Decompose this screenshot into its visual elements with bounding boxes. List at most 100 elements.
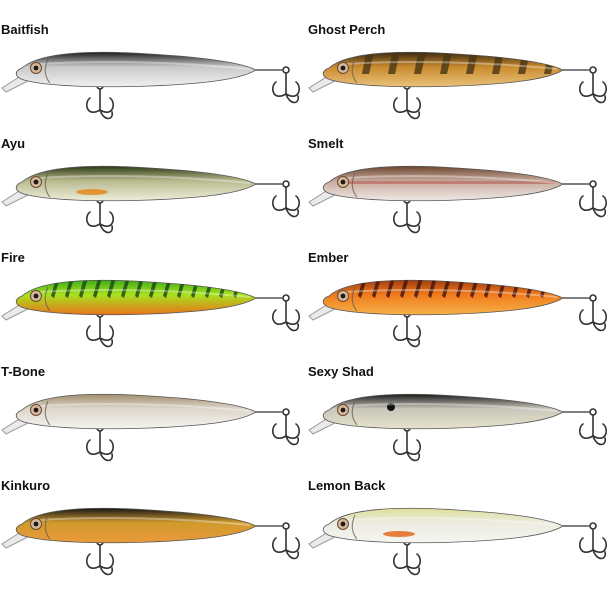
- tiger-stripe: [428, 280, 437, 298]
- lure-image: [308, 51, 607, 120]
- lure-body: [322, 507, 564, 544]
- gill-line: [44, 286, 51, 312]
- pupil-icon: [33, 179, 39, 185]
- lure-pattern: [346, 402, 558, 412]
- tiger-stripe: [400, 280, 409, 298]
- pupil-icon: [340, 293, 346, 299]
- belly-hook-bend-1: [99, 211, 114, 227]
- belly-hook-bend-1: [406, 211, 421, 227]
- belly-hook-bend-2: [406, 223, 421, 234]
- body-sheen: [346, 174, 558, 184]
- lure-body: [322, 393, 564, 430]
- tiger-stripe: [107, 280, 116, 298]
- belly-hook-bend-2: [99, 337, 114, 348]
- belly-hook-bend-1: [99, 325, 114, 341]
- lure-image: [308, 393, 607, 462]
- tail-hook-bend-0: [579, 423, 594, 439]
- tail-hook-eye: [282, 180, 290, 188]
- lure-name-label: Ember: [308, 250, 349, 265]
- perch-bar: [414, 52, 427, 74]
- tail-hook-bend-2: [285, 93, 300, 104]
- lure-image: [308, 165, 607, 234]
- tail-hook-bend-2: [285, 435, 300, 446]
- tail-hook-bend-0: [579, 195, 594, 211]
- belly-spot: [76, 189, 108, 195]
- tiger-stripe: [456, 280, 465, 298]
- tail-hook-bend-1: [285, 195, 300, 211]
- lure-tile: Ayu: [0, 114, 305, 234]
- lure-pattern: [39, 280, 251, 298]
- belly-hook-bend-0: [393, 97, 408, 113]
- lure-body: [15, 165, 257, 202]
- lure-name-label: Ghost Perch: [308, 22, 386, 37]
- lure-tile: Smelt: [307, 114, 610, 234]
- gill-line: [351, 400, 358, 426]
- tail-hook-bend-2: [592, 321, 607, 332]
- lure-name-label: Smelt: [308, 136, 344, 151]
- belly-hook-bend-1: [99, 553, 114, 569]
- belly-hook-bend-2: [99, 109, 114, 120]
- gill-line: [351, 172, 358, 198]
- belly-hook-bend-2: [406, 565, 421, 576]
- tail-hook-bend-2: [592, 93, 607, 104]
- tiger-stripe: [51, 280, 60, 298]
- lure-body: [15, 51, 257, 88]
- lure-tile: Fire: [0, 228, 305, 348]
- tiger-stripe: [414, 280, 423, 298]
- tail-hook-eye: [589, 408, 597, 416]
- lure-tile: Kinkuro: [0, 456, 305, 576]
- tail-hook-eye: [589, 522, 597, 530]
- tail-hook-bend-2: [592, 549, 607, 560]
- lure-tile: Ember: [307, 228, 610, 348]
- lure-tile: Baitfish: [0, 0, 305, 120]
- tail-hook-eye: [589, 66, 597, 74]
- lure-name-label: Sexy Shad: [308, 364, 374, 379]
- lure-tile: Ghost Perch: [307, 0, 610, 120]
- lure-pattern: [39, 516, 251, 526]
- belly-hook-bend-0: [86, 553, 101, 569]
- belly-hook-bend-1: [99, 97, 114, 113]
- lure-body: [15, 393, 257, 430]
- belly-spot: [383, 531, 415, 537]
- tail-hook-bend-2: [592, 207, 607, 218]
- tiger-stripe: [372, 280, 381, 298]
- tail-hook-bend-1: [285, 423, 300, 439]
- body-sheen: [39, 516, 251, 526]
- tail-hook-bend-2: [285, 321, 300, 332]
- shad-dot: [387, 403, 395, 411]
- lure-name-label: Ayu: [1, 136, 26, 151]
- lure-image: [308, 507, 607, 576]
- tiger-stripe: [65, 280, 74, 298]
- belly-hook-bend-2: [99, 451, 114, 462]
- lure-body: [15, 507, 257, 544]
- lateral-stripe: [347, 181, 557, 184]
- belly-hook-bend-2: [406, 451, 421, 462]
- belly-hook-bend-1: [406, 97, 421, 113]
- belly-hook-bend-1: [406, 325, 421, 341]
- belly-hook-bend-0: [393, 439, 408, 455]
- tail-hook-eye: [282, 66, 290, 74]
- tail-hook-bend-0: [579, 537, 594, 553]
- pupil-icon: [33, 65, 39, 71]
- belly-hook-bend-2: [406, 109, 421, 120]
- tail-hook-bend-0: [272, 309, 287, 325]
- tail-hook-bend-1: [592, 309, 607, 325]
- pupil-icon: [340, 179, 346, 185]
- tail-hook-bend-1: [592, 195, 607, 211]
- lure-pattern: [346, 174, 558, 184]
- belly-hook-bend-0: [86, 439, 101, 455]
- lure-tile: Lemon Back: [307, 456, 610, 576]
- pupil-icon: [340, 65, 346, 71]
- tiger-stripe: [121, 280, 130, 298]
- tail-hook-eye: [589, 294, 597, 302]
- tail-hook-eye: [282, 408, 290, 416]
- gill-line: [351, 58, 358, 84]
- belly-hook-bend-2: [406, 337, 421, 348]
- lure-name-label: Baitfish: [1, 22, 49, 37]
- tail-hook-eye: [589, 180, 597, 188]
- belly-hook-bend-0: [393, 553, 408, 569]
- tail-hook-bend-1: [592, 537, 607, 553]
- gill-line: [351, 514, 358, 540]
- pupil-icon: [340, 407, 346, 413]
